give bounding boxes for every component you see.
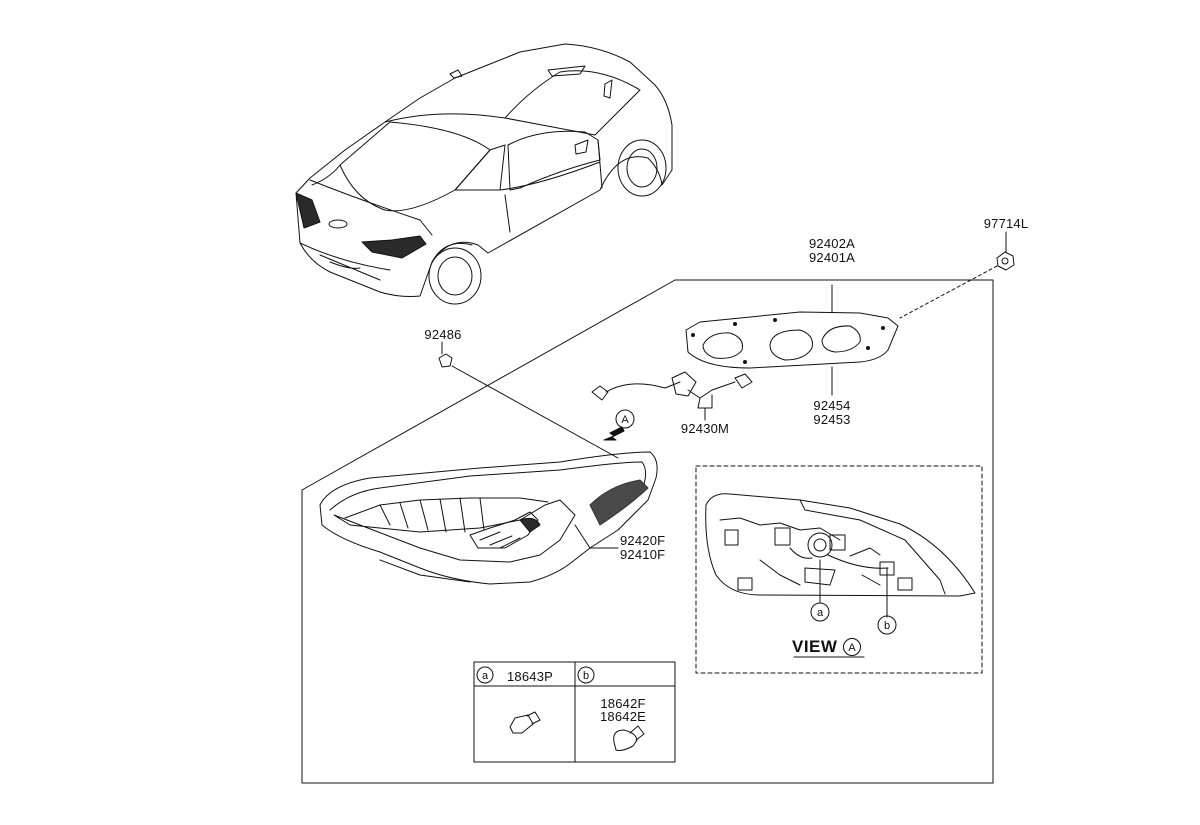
- part-label-wiring: 92430M: [680, 421, 730, 436]
- bulb-b-part-1: 18642F: [600, 696, 646, 711]
- bulb-table: [473, 661, 676, 763]
- gasket-part: [685, 284, 899, 396]
- view-marker-text: A: [848, 642, 856, 654]
- bulb-b-part-2: 18642E: [599, 709, 647, 724]
- assembly-boundary: [301, 279, 994, 784]
- arrow-marker-text: A: [621, 414, 629, 426]
- view-a-title: VIEW: [792, 637, 838, 656]
- part-label-92401a: 92401A: [808, 250, 856, 265]
- car-illustration: [295, 43, 673, 305]
- part-label-92402a: 92402A: [808, 236, 856, 251]
- view-a-detail: [705, 493, 976, 658]
- part-label-92453: 92453: [813, 412, 851, 427]
- part-label-92410f: 92410F: [620, 547, 666, 562]
- view-a-arrow: [603, 409, 635, 441]
- bulb-a-part: 18643P: [506, 669, 554, 684]
- callout-a-text: a: [817, 607, 824, 619]
- part-label-screw: 92486: [424, 327, 462, 342]
- part-label-92454: 92454: [813, 398, 851, 413]
- view-a-box: [695, 465, 983, 674]
- bulb-b-marker: b: [583, 670, 589, 682]
- part-label-nut: 97714L: [983, 216, 1029, 231]
- wiring-harness-part: [591, 371, 753, 421]
- part-label-92420f: 92420F: [620, 533, 666, 548]
- callout-b-text: b: [884, 620, 890, 632]
- tail-lamp-assembly: [319, 451, 658, 585]
- nut-part: [899, 231, 1015, 319]
- screw-part: [438, 341, 619, 459]
- bulb-a-marker: a: [482, 670, 489, 682]
